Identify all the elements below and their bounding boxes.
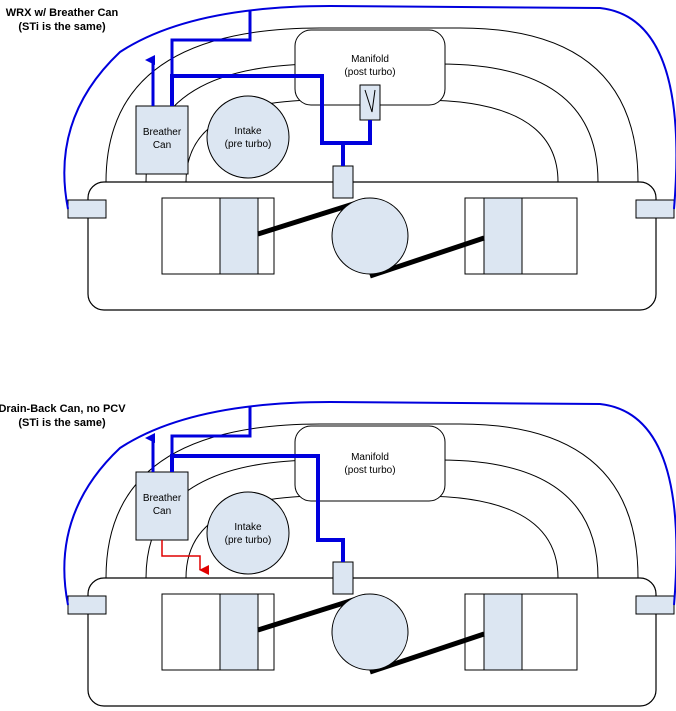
- intake: [206, 95, 290, 179]
- diagram-subtitle: (STi is the same): [18, 21, 106, 33]
- intake-sublabel: (pre turbo): [225, 139, 272, 150]
- intake-sublabel: (pre turbo): [225, 535, 272, 546]
- diagram-drain-back-can: Drain-Back Can, no PCV (STi is the same)…: [0, 400, 676, 707]
- crankshaft: [331, 593, 409, 671]
- drain-back-line: [161, 540, 209, 575]
- breather-can: [135, 471, 189, 541]
- manifold-label: Manifold: [351, 54, 389, 65]
- outer-arch: [105, 27, 639, 183]
- left-piston: [219, 197, 259, 275]
- manifold-sublabel: (post turbo): [344, 67, 395, 78]
- intake: [206, 491, 290, 575]
- intake-label: Intake: [234, 126, 262, 137]
- right-connecting-rod: [369, 631, 485, 675]
- diagram-wrx-breather-can: WRX w/ Breather Can (STi is the same) In…: [6, 4, 676, 311]
- head-to-head-hose: [63, 4, 676, 210]
- right-head-port: [635, 595, 675, 615]
- breather-can-label: Breather: [143, 127, 182, 138]
- breather-can: [135, 105, 189, 175]
- breather-can-sublabel: Can: [153, 140, 171, 151]
- manifold-sublabel: (post turbo): [344, 465, 395, 476]
- diagram-title: WRX w/ Breather Can: [6, 7, 119, 19]
- pcv-valve: [359, 84, 381, 121]
- breather-to-upper-hose: [170, 406, 252, 472]
- crankcase-to-pcv-hose: [343, 120, 372, 145]
- right-head-port: [635, 199, 675, 219]
- left-piston: [219, 593, 259, 671]
- breather-to-crankcase-hose: [170, 454, 345, 562]
- breather-to-crankcase-hose: [170, 74, 345, 166]
- breather-can-label: Breather: [143, 493, 182, 504]
- diagram-title: Drain-Back Can, no PCV: [0, 403, 126, 415]
- intake-label: Intake: [234, 522, 262, 533]
- outer-arch: [105, 423, 639, 579]
- right-piston: [483, 593, 523, 671]
- crankshaft: [331, 197, 409, 275]
- head-to-head-hose: [63, 400, 676, 606]
- crankcase-port: [332, 561, 354, 595]
- left-head-port: [67, 199, 107, 219]
- diagram-subtitle: (STi is the same): [18, 417, 106, 429]
- manifold: [294, 425, 446, 502]
- breather-can-sublabel: Can: [153, 506, 171, 517]
- right-piston: [483, 197, 523, 275]
- left-head-port: [67, 595, 107, 615]
- manifold-label: Manifold: [351, 452, 389, 463]
- breather-to-upper-hose: [170, 10, 252, 106]
- crankcase-port: [332, 165, 354, 199]
- pcv-valve-check-icon: [364, 89, 376, 113]
- right-connecting-rod: [369, 235, 485, 279]
